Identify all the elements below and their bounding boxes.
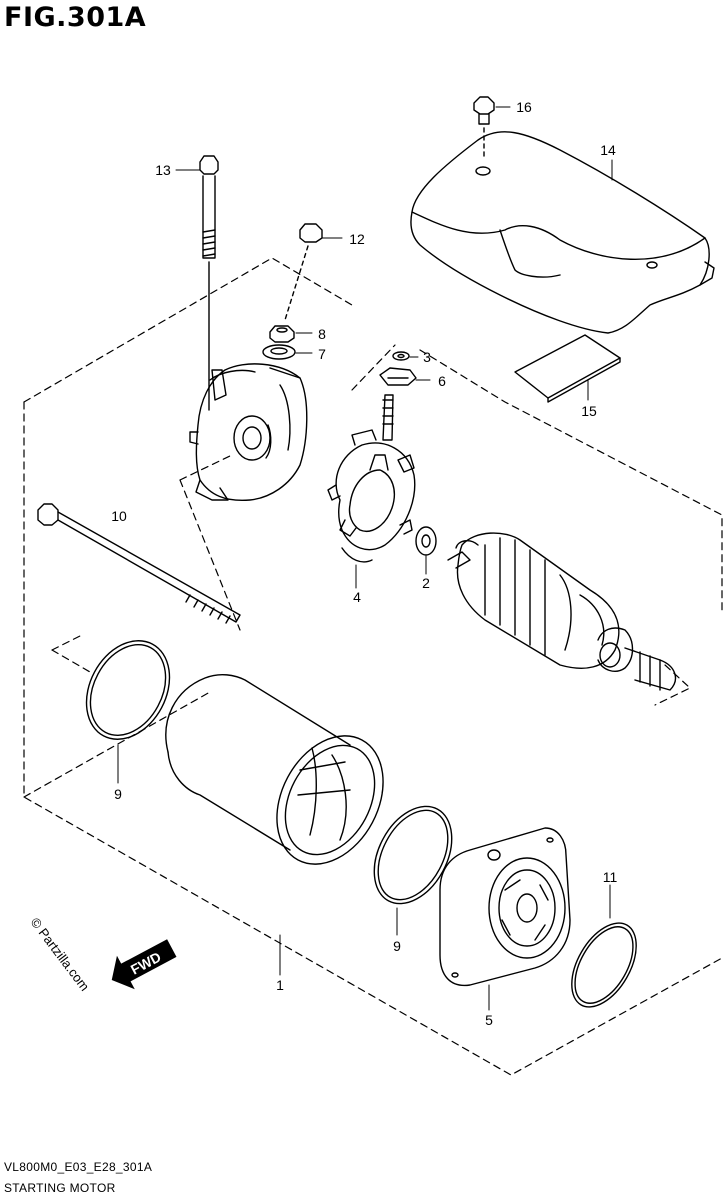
callout-11: 11 [603,869,618,885]
callout-8: 8 [318,326,326,342]
part-1-yoke-housing [165,673,384,865]
part-11-o-ring [571,922,637,1008]
armature [447,532,677,691]
callout-14: 14 [600,142,616,158]
leader-lines [117,106,613,1011]
assembly-frame [23,257,723,1076]
part-13-long-bolt [199,155,219,411]
part-8-terminal-nut [269,325,295,343]
callout-10: 10 [111,508,127,524]
figure-title: FIG.301A [4,2,147,33]
callout-12: 12 [349,231,365,247]
callout-13: 13 [155,162,171,178]
callout-3: 3 [423,349,431,365]
callout-9-right: 9 [393,938,401,954]
part-7-washer [262,344,296,360]
part-9-o-ring-left [85,640,171,740]
callout-15: 15 [581,403,597,419]
part-10-through-bolt [37,503,241,624]
callout-1: 1 [276,977,284,993]
callout-4: 4 [353,589,361,605]
fwd-arrow-icon: FWD [111,939,177,990]
part-14-starter-cover [410,131,715,334]
part-12-nut [284,223,323,321]
part-9-o-ring-right [373,805,453,905]
part-4-brush-holder [327,394,416,563]
figure-code: VL800M0_E03_E28_301A [4,1160,153,1174]
part-15-cover-pad [514,334,621,403]
part-2-thrust-washer [415,526,437,556]
callout-5: 5 [485,1012,493,1028]
part-3-small-washer [392,351,410,361]
callout-7: 7 [318,346,326,362]
callout-9-left: 9 [114,786,122,802]
part-5-front-housing [439,827,571,987]
callout-6: 6 [438,373,446,389]
callout-16: 16 [516,99,532,115]
part-16-cover-bolt [473,96,495,161]
rear-housing [189,363,308,502]
part-6-insulator [379,367,417,386]
figure-caption: STARTING MOTOR [4,1181,116,1195]
callout-2: 2 [422,575,430,591]
